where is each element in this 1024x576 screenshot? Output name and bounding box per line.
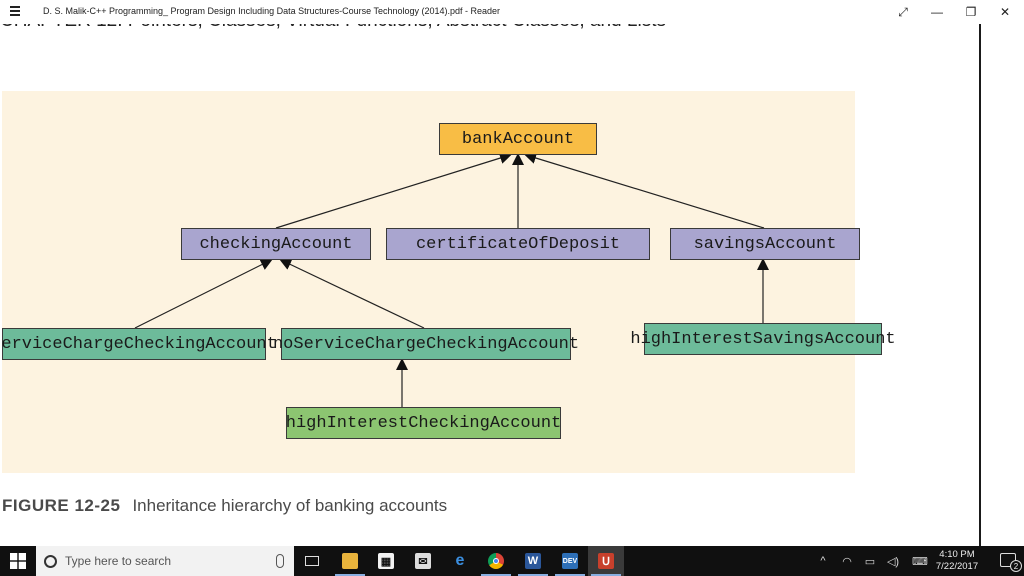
reader-app-icon[interactable]: ᑌ <box>588 546 624 576</box>
menu-icon[interactable] <box>10 6 22 17</box>
clock-date: 7/22/2017 <box>935 561 979 572</box>
close-button[interactable]: ✕ <box>999 5 1011 19</box>
node-bank-account: bankAccount <box>439 123 597 155</box>
wifi-icon[interactable]: ◠ <box>842 555 852 568</box>
start-button[interactable] <box>0 546 36 576</box>
restore-button[interactable]: ❐ <box>965 5 977 19</box>
chapter-header: CHAPTER 12: Pointers, Classes, Virtual F… <box>0 24 666 32</box>
notification-count-badge: 2 <box>1010 560 1022 572</box>
node-certificate-of-deposit: certificateOfDeposit <box>386 228 650 260</box>
figure-number: FIGURE 12-25 <box>2 496 121 515</box>
arrow-service-to-checking <box>134 259 273 329</box>
page-edge-divider <box>979 24 981 546</box>
windows-logo-icon <box>10 553 26 569</box>
node-high-interest-checking: highInterestCheckingAccount <box>286 407 561 439</box>
minimize-button[interactable]: — <box>931 5 943 19</box>
arrow-checking-to-bank <box>275 152 512 229</box>
arrow-noservice-to-checking <box>279 258 425 329</box>
figure-caption: FIGURE 12-25 Inheritance hierarchy of ban… <box>2 496 447 516</box>
mail-icon[interactable]: ✉ <box>405 546 441 576</box>
system-clock[interactable]: 4:10 PM 7/22/2017 <box>930 549 984 573</box>
node-high-interest-savings: highInterestSavingsAccount <box>630 323 896 355</box>
word-icon[interactable]: W <box>515 546 551 576</box>
volume-icon[interactable]: ◁) <box>886 555 900 568</box>
dev-app-icon[interactable]: DEV <box>552 546 588 576</box>
clock-time: 4:10 PM <box>939 549 975 560</box>
keyboard-icon[interactable]: ⌨ <box>912 555 928 568</box>
microphone-icon[interactable] <box>276 554 284 568</box>
file-explorer-icon[interactable] <box>332 546 368 576</box>
task-view-icon[interactable] <box>294 546 330 576</box>
cortana-icon <box>44 554 57 568</box>
figure-caption-text: Inheritance hierarchy of banking account… <box>132 496 448 515</box>
node-savings-account: savingsAccount <box>670 228 860 260</box>
chevron-up-icon[interactable]: ^ <box>820 555 826 567</box>
node-checking-account: checkingAccount <box>181 228 371 260</box>
search-placeholder: Type here to search <box>65 554 172 568</box>
inheritance-arrows <box>134 152 769 407</box>
store-icon[interactable]: ▦ <box>368 546 404 576</box>
title-bar: D. S. Malik-C++ Programming_ Program Des… <box>0 0 1024 24</box>
taskbar-search[interactable]: Type here to search <box>36 546 294 576</box>
chrome-icon[interactable] <box>478 546 514 576</box>
taskbar: Type here to search ▦ ✉ e W DEV ᑌ ^ <box>0 546 1024 576</box>
expand-icon[interactable]: ⤢ <box>898 4 908 19</box>
node-service-charge-checking: serviceChargeCheckingAccount <box>0 328 277 360</box>
document-page[interactable]: CHAPTER 12: Pointers, Classes, Virtual F… <box>0 24 980 546</box>
arrow-savings-to-bank <box>524 152 765 229</box>
window-title: D. S. Malik-C++ Programming_ Program Des… <box>43 6 501 16</box>
battery-icon[interactable]: ▭ <box>864 555 876 568</box>
edge-icon[interactable]: e <box>455 552 465 569</box>
node-no-service-charge-checking: noServiceChargeCheckingAccount <box>273 328 579 360</box>
